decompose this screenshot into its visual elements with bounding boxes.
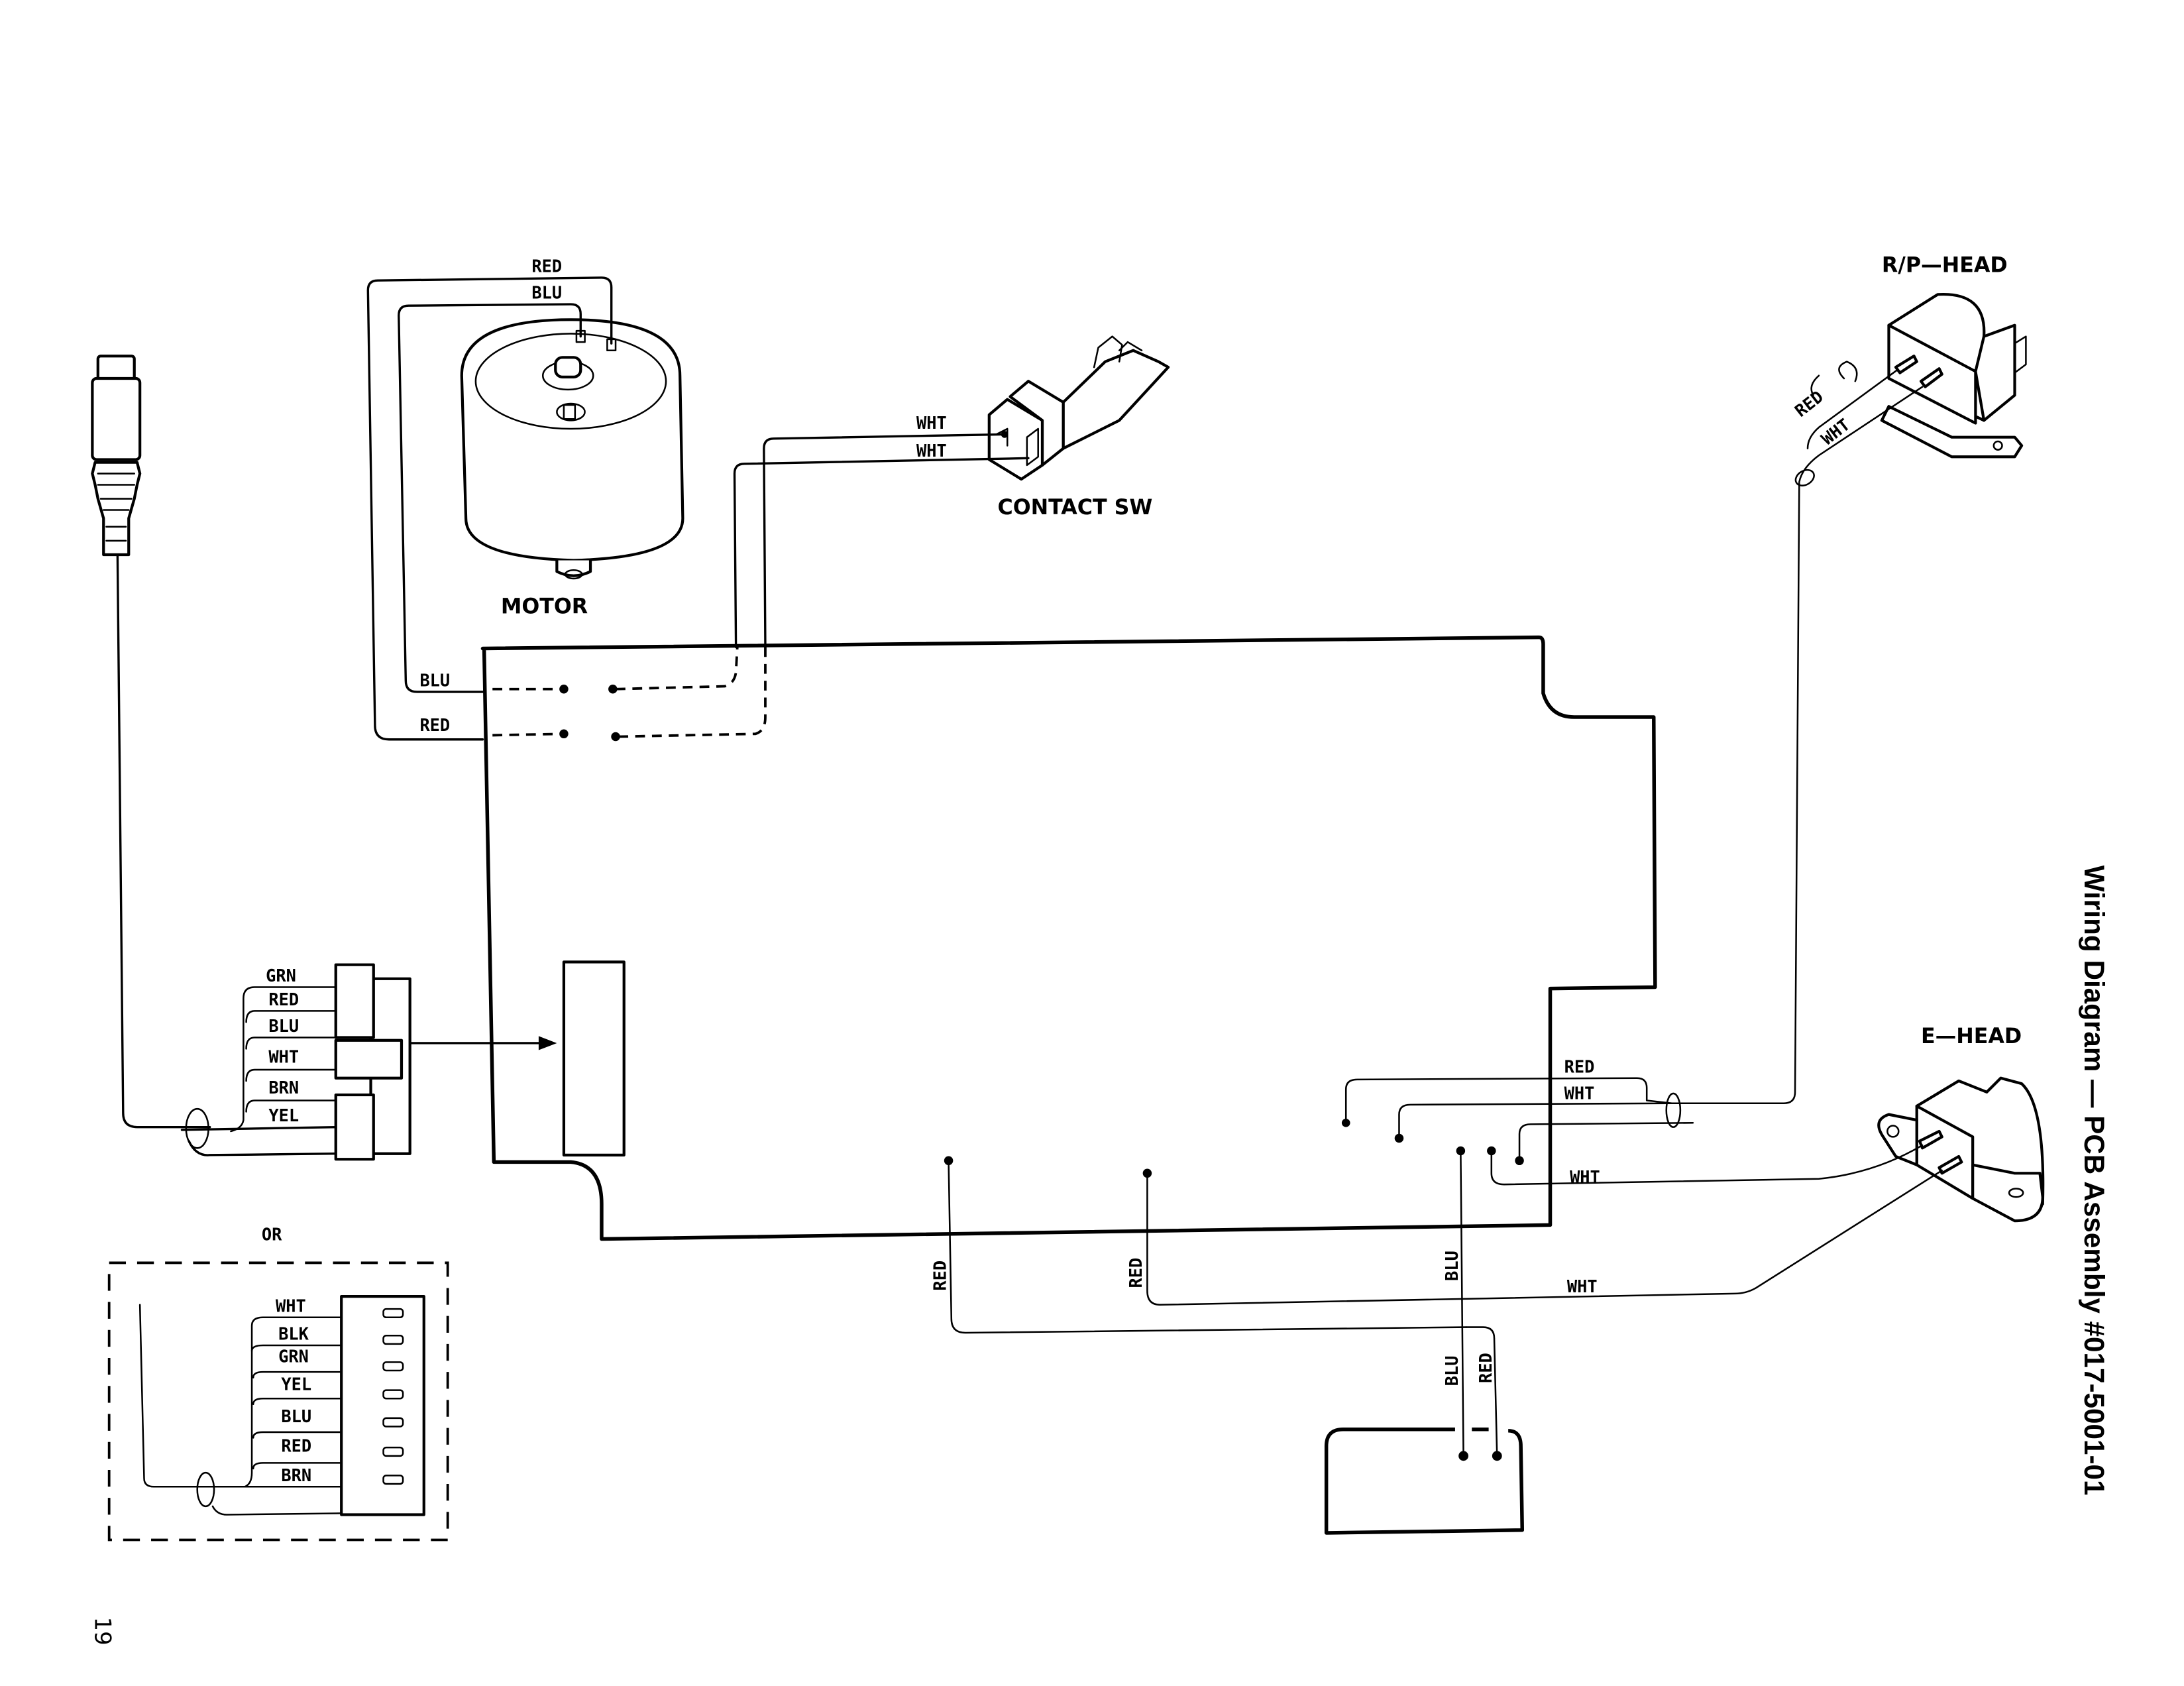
alt-label-red: RED	[281, 1435, 311, 1455]
rp-head: R/P—HEAD	[1880, 254, 2027, 459]
e-head: E—HEAD	[1877, 1025, 2045, 1223]
wire-motor-blu	[398, 303, 582, 693]
wire-rp-wht	[1666, 386, 1924, 1104]
label-red-bottom: RED	[1476, 1353, 1496, 1383]
motor-wire-label-red: RED	[531, 256, 562, 276]
rp-pcb-label-wht: WHT	[1564, 1083, 1595, 1103]
harness-label-brn: BRN	[268, 1078, 299, 1097]
wire-red-left	[948, 1161, 1468, 1334]
cable-tie-rp	[1665, 1092, 1682, 1128]
contact-switch-label: CONTACT SW	[997, 496, 1152, 520]
pcb-socket	[562, 960, 626, 1156]
rp-wire-label-wht: WHT	[1818, 414, 1854, 449]
ehead-pcb-label-wht-lower: WHT	[1567, 1276, 1598, 1296]
wire-contact-sw-2	[733, 457, 1030, 649]
alternate-marker: OR	[262, 1225, 282, 1245]
alt-label-yel: YEL	[281, 1375, 311, 1394]
harness-label-wht: WHT	[268, 1047, 299, 1067]
pcb-outline	[480, 635, 1657, 1241]
trace-wht-sw2	[618, 647, 767, 738]
alt-label-grn: GRN	[278, 1346, 309, 1366]
wire-plug-cable	[116, 553, 211, 1129]
harness-label-blu: BLU	[268, 1016, 299, 1036]
label-blu-bottom: BLU	[1442, 1355, 1462, 1386]
page-number: 19	[90, 1617, 116, 1646]
pcb-label-blu: BLU	[419, 671, 450, 691]
trace-red-left	[492, 732, 563, 737]
bottom-module	[1324, 1427, 1525, 1535]
motor-label: MOTOR	[501, 595, 588, 619]
wire-contact-sw-1	[763, 433, 1006, 649]
e-head-label: E—HEAD	[1921, 1025, 2022, 1048]
contact-sw-wire-label-2: WHT	[916, 441, 947, 461]
alt-label-blk: BLK	[278, 1324, 309, 1344]
trace-wht-sw1	[615, 647, 739, 691]
wire-harness-connector	[334, 963, 411, 1161]
alt-label-wht: WHT	[276, 1296, 306, 1316]
motor: MOTOR	[460, 318, 684, 619]
wire-ehead-2	[1146, 1169, 1943, 1306]
rp-wire-label-red: RED	[1791, 386, 1828, 421]
motor-wire-label-blu: BLU	[531, 283, 562, 303]
rp-pcb-label-red: RED	[1564, 1056, 1595, 1076]
wire-red-bottom	[1465, 1326, 1498, 1457]
pcb-label-red: RED	[419, 715, 450, 735]
wire-ehead-1	[1490, 1144, 1924, 1186]
contact-sw-wire-label-1: WHT	[916, 413, 947, 433]
ehead-pcb-label-wht-upper: WHT	[1570, 1167, 1600, 1187]
plug-connector-jack	[91, 355, 142, 557]
wire-motor-red	[366, 276, 613, 741]
alt-label-brn: BRN	[281, 1465, 311, 1485]
wire-blu-vertical	[1460, 1150, 1464, 1457]
alt-label-blu: BLU	[281, 1406, 311, 1426]
harness-label-grn: GRN	[266, 966, 296, 985]
contact-switch: CONTACT SW	[987, 335, 1170, 520]
alternate-connector-box	[107, 1261, 449, 1542]
alternate-connector	[340, 1295, 425, 1516]
document-title: Wiring Diagram — PCB Assembly #017-5001-…	[2079, 866, 2110, 1496]
rp-head-label: R/P—HEAD	[1882, 254, 2008, 278]
label-red-mid: RED	[1126, 1258, 1146, 1288]
label-blu-vertical: BLU	[1442, 1251, 1462, 1281]
harness-label-red: RED	[268, 989, 299, 1009]
label-red-left: RED	[930, 1261, 950, 1291]
harness-label-yel: YEL	[268, 1105, 299, 1125]
wire-rp-red	[1806, 369, 1898, 449]
